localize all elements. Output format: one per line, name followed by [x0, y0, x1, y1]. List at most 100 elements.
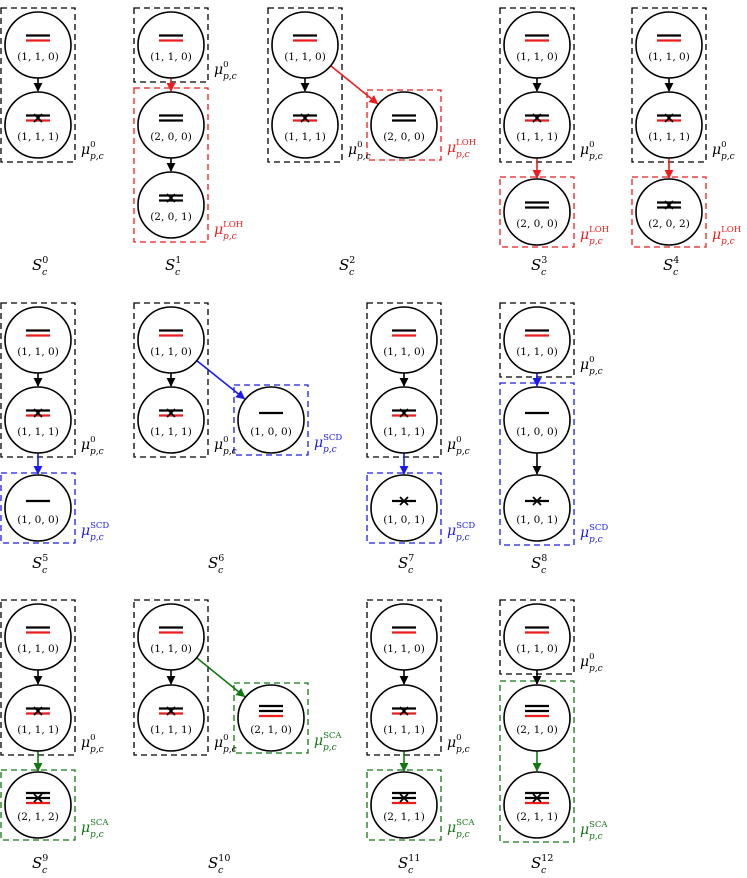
- node-label: (1, 1, 1): [17, 131, 59, 143]
- node-label: (2, 1, 1): [383, 811, 425, 823]
- node-circle: [635, 91, 703, 159]
- node-circle: [4, 771, 72, 839]
- state-node-b: (1, 1, 1): [635, 91, 703, 159]
- node-circle: [4, 11, 72, 79]
- node-label: (1, 1, 1): [17, 426, 59, 438]
- group-box-base: [133, 302, 209, 458]
- state-node-a: (1, 1, 0): [503, 603, 571, 671]
- mutation-cross-icon: [399, 408, 409, 418]
- node-label: (1, 1, 1): [648, 131, 690, 143]
- state-node-c: (2, 0, 0): [370, 91, 438, 159]
- node-circle: [271, 11, 339, 79]
- node-circle: [635, 11, 703, 79]
- node-label: (1, 1, 0): [516, 51, 558, 63]
- node-circle: [503, 603, 571, 671]
- node-label: (1, 1, 1): [150, 724, 192, 736]
- group-box-loh: [499, 176, 575, 248]
- group-box-scd: [233, 384, 309, 456]
- node-label: (1, 1, 0): [516, 643, 558, 655]
- node-circle: [370, 91, 438, 159]
- node-circle: [635, 178, 703, 246]
- transition-arrow-scd: [196, 359, 246, 400]
- node-circle: [137, 11, 205, 79]
- mutation-cross-icon: [664, 113, 674, 123]
- node-circle: [370, 684, 438, 752]
- node-circle: [237, 386, 305, 454]
- node-circle: [137, 91, 205, 159]
- node-circle: [370, 603, 438, 671]
- group-box-sca: [233, 682, 309, 754]
- node-label: (1, 1, 0): [383, 643, 425, 655]
- state-node-b: (1, 1, 1): [137, 386, 205, 454]
- node-circle: [4, 474, 72, 542]
- mutation-cross-icon: [532, 113, 542, 123]
- state-node-b: (2, 1, 0): [503, 684, 571, 752]
- state-node-c: (2, 1, 1): [503, 771, 571, 839]
- mutation-cross-icon: [33, 793, 43, 803]
- state-node-a: (1, 1, 0): [137, 603, 205, 671]
- mutation-cross-icon: [300, 113, 310, 123]
- state-node-a: (1, 1, 0): [4, 11, 72, 79]
- node-label: (1, 0, 1): [516, 514, 558, 526]
- mutation-cross-icon: [33, 706, 43, 716]
- node-label: (2, 1, 0): [250, 724, 292, 736]
- state-node-c: (2, 0, 1): [137, 171, 205, 239]
- state-node-b: (2, 0, 0): [137, 91, 205, 159]
- node-label: (1, 1, 0): [150, 643, 192, 655]
- mutation-cross-icon: [532, 793, 542, 803]
- state-node-c: (1, 0, 0): [237, 386, 305, 454]
- state-node-b: (1, 1, 1): [271, 91, 339, 159]
- node-circle: [503, 11, 571, 79]
- node-circle: [137, 306, 205, 374]
- node-label: (1, 1, 0): [17, 643, 59, 655]
- group-box-loh: [133, 87, 209, 243]
- node-label: (2, 0, 0): [516, 218, 558, 230]
- node-circle: [4, 603, 72, 671]
- transition-arrow-sca: [196, 657, 246, 698]
- node-circle: [370, 474, 438, 542]
- state-node-b: (1, 1, 1): [4, 386, 72, 454]
- node-label: (1, 1, 0): [383, 346, 425, 358]
- transition-arrow-loh: [330, 65, 379, 105]
- state-node-a: (1, 1, 0): [4, 306, 72, 374]
- node-circle: [503, 386, 571, 454]
- node-label: (1, 0, 0): [17, 514, 59, 526]
- state-node-a: (1, 1, 0): [370, 603, 438, 671]
- node-label: (1, 1, 1): [383, 724, 425, 736]
- node-circle: [4, 684, 72, 752]
- group-box-sca: [499, 680, 575, 843]
- node-label: (2, 1, 0): [516, 724, 558, 736]
- group-box-base: [133, 599, 209, 756]
- state-node-c: (2, 1, 1): [370, 771, 438, 839]
- node-label: (1, 1, 1): [284, 131, 326, 143]
- node-circle: [503, 771, 571, 839]
- node-circle: [503, 474, 571, 542]
